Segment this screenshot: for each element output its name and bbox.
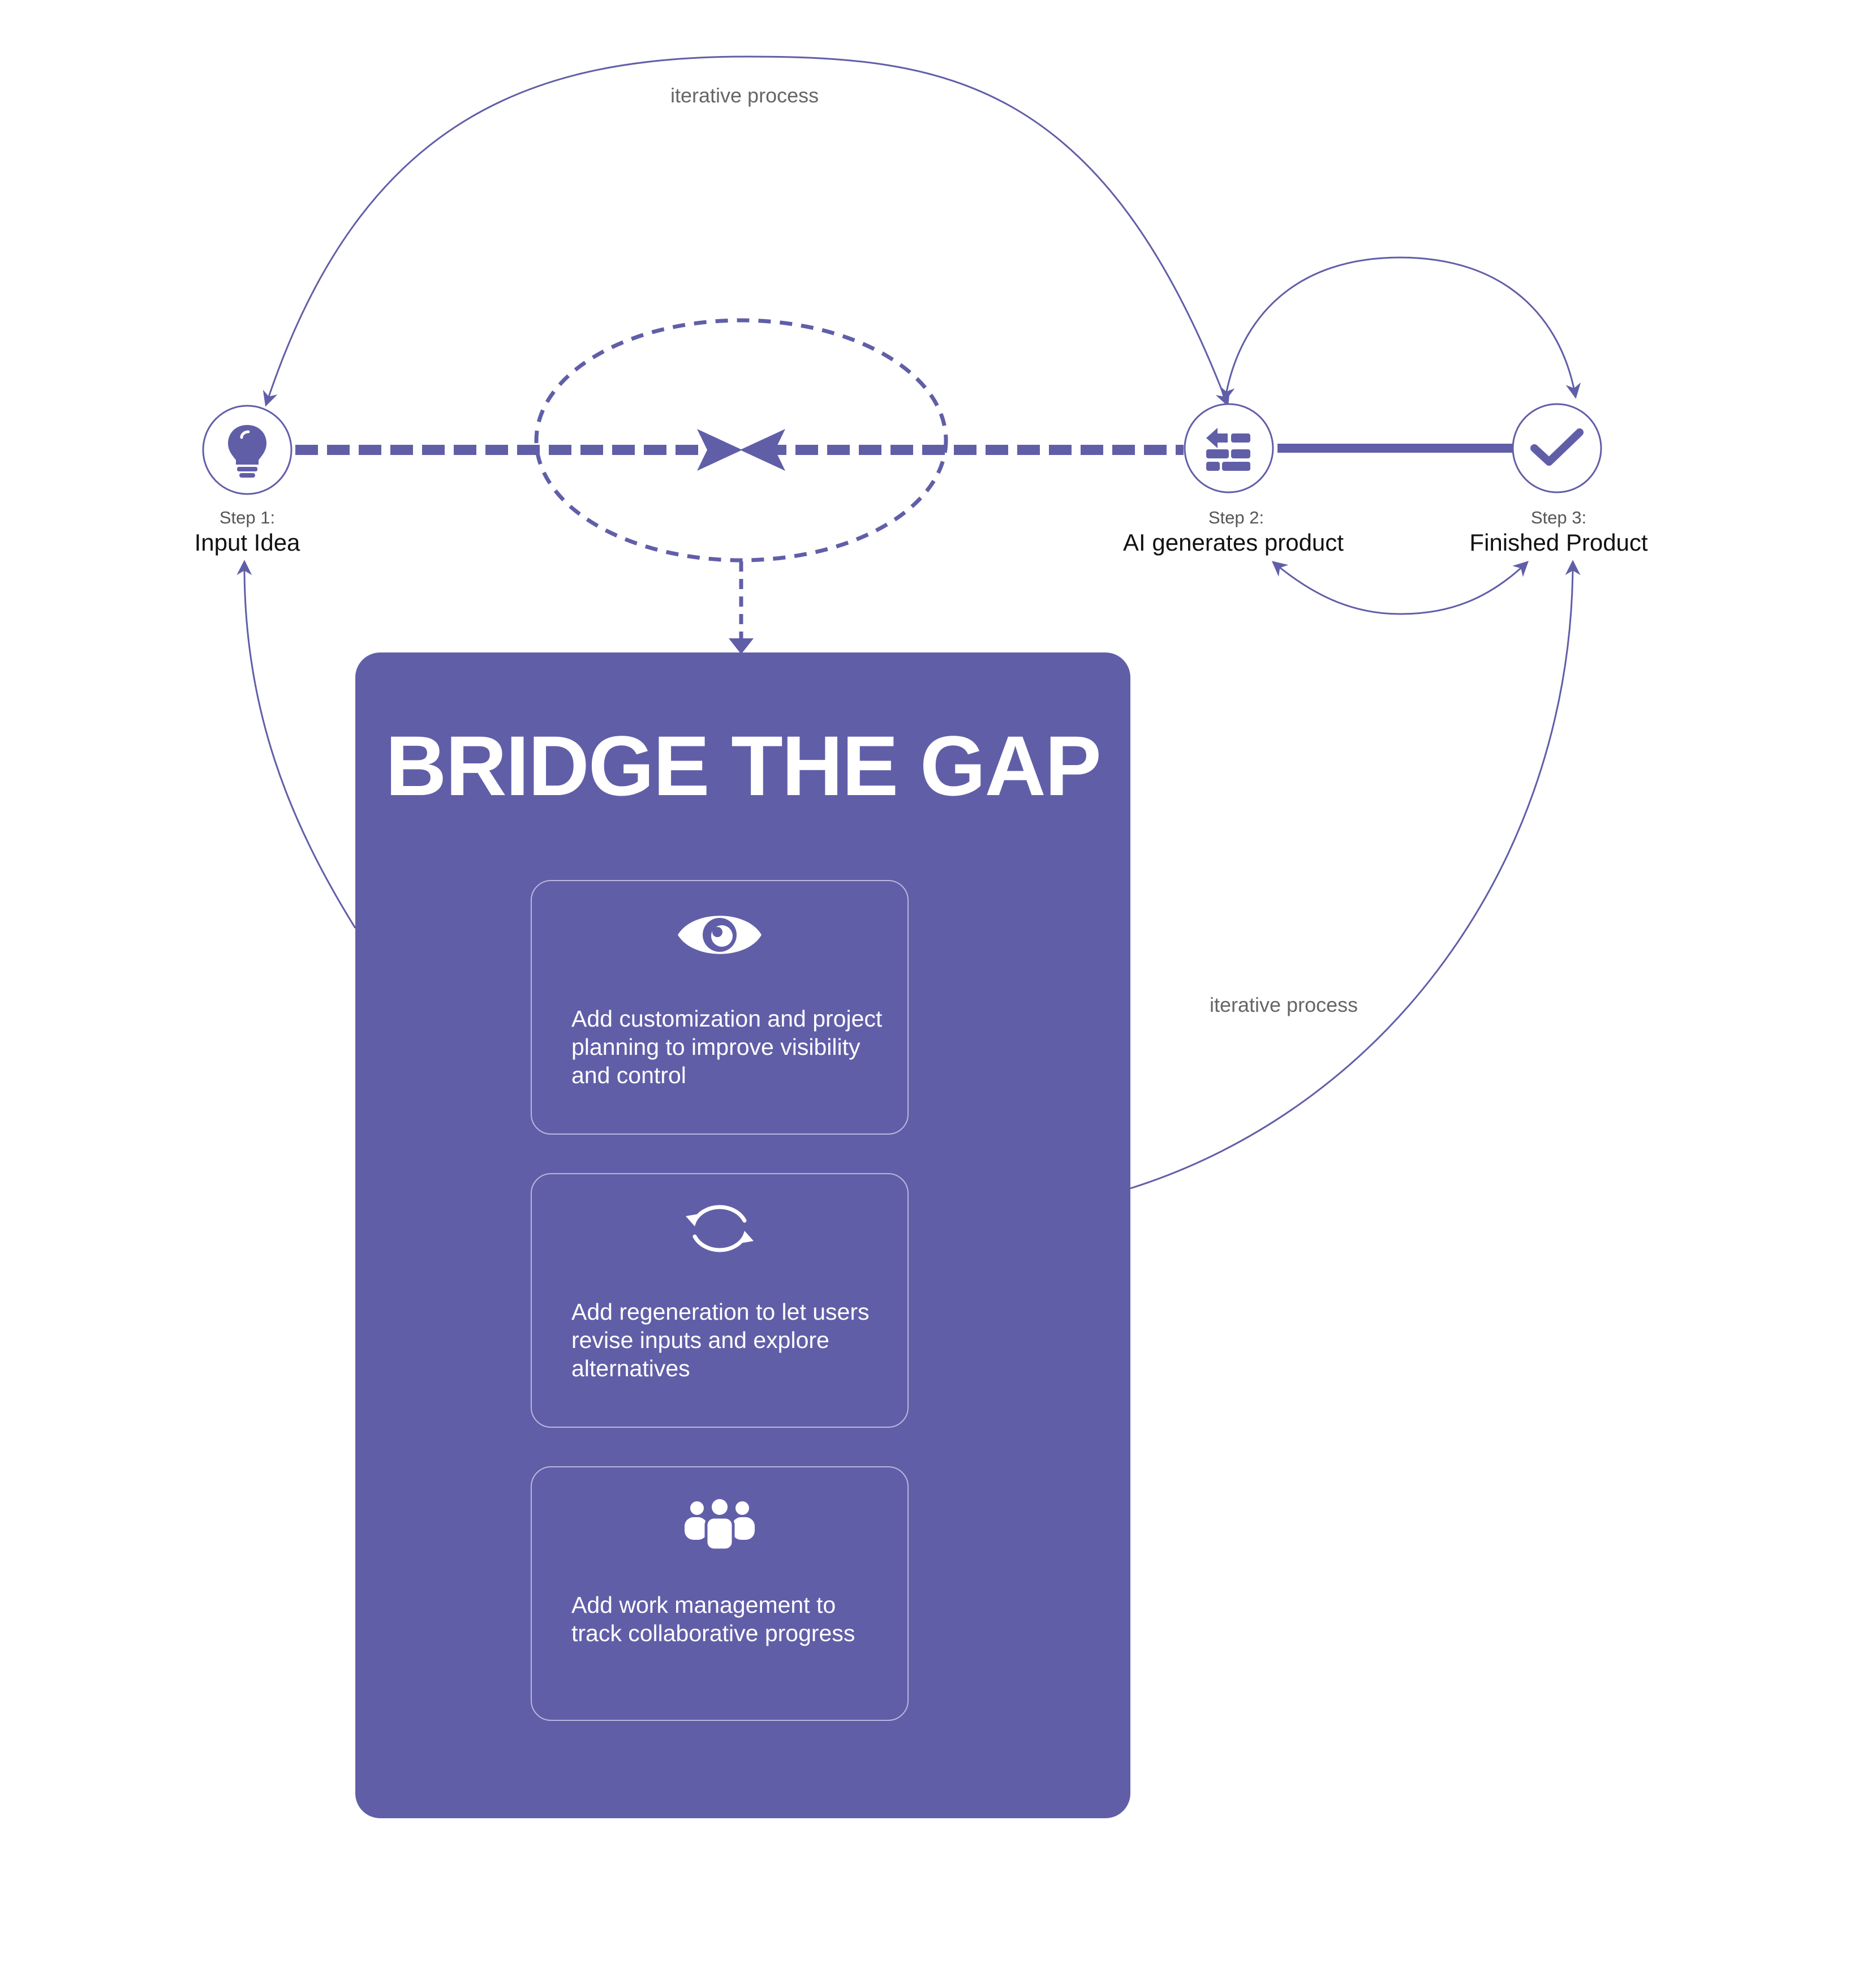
step2-step3-top-arc xyxy=(1219,256,1581,402)
ai-build-icon xyxy=(1206,428,1250,471)
step2-node xyxy=(1184,403,1274,493)
team-icon xyxy=(685,1499,755,1552)
gap-dashed-ellipse xyxy=(534,318,948,563)
step3-caption: Step 3: Finished Product xyxy=(1469,507,1647,557)
step2-title: AI generates product xyxy=(1123,529,1344,556)
step3-node xyxy=(1512,403,1602,493)
card-regeneration-text: Add regeneration to let users revise inp… xyxy=(571,1299,870,1381)
panel-title: BRIDGE THE GAP xyxy=(385,718,1102,813)
step3-title: Finished Product xyxy=(1469,529,1648,556)
step2-caption: Step 2: AI generates product xyxy=(1123,507,1344,557)
card-regeneration: Add regeneration to let users revise inp… xyxy=(531,1173,909,1428)
card-customization-text: Add customization and project planning t… xyxy=(571,1006,883,1088)
checkmark-icon xyxy=(1530,428,1584,466)
step3-label: Step 3: xyxy=(1530,508,1587,527)
refresh-icon xyxy=(686,1205,754,1252)
gap-down-arrowhead xyxy=(729,638,754,654)
step1-title: Input Idea xyxy=(194,529,300,556)
card-work-management-text: Add work management to track collaborati… xyxy=(571,1592,855,1646)
converge-arrow-right xyxy=(740,429,785,471)
converge-arrow-left xyxy=(697,429,742,471)
card-work-management: Add work management to track collaborati… xyxy=(531,1466,909,1721)
lightbulb-icon xyxy=(228,425,266,478)
step1-caption: Step 1: Input Idea xyxy=(195,507,300,557)
left-loop-arc xyxy=(236,560,356,929)
card-customization: Add customization and project planning t… xyxy=(531,880,909,1135)
top-loop-label: iterative process xyxy=(670,84,819,107)
right-loop-arc xyxy=(1130,560,1581,1190)
right-loop-label: iterative process xyxy=(1210,993,1358,1016)
step1-label: Step 1: xyxy=(219,508,276,527)
step2-step3-bottom-arc xyxy=(1271,561,1529,615)
step1-node xyxy=(202,405,292,495)
eye-icon xyxy=(678,916,762,954)
bridge-the-gap-panel: BRIDGE THE GAP Add customization and pro… xyxy=(355,652,1130,1818)
step2-label: Step 2: xyxy=(1208,508,1264,527)
top-loop-arc xyxy=(263,55,1230,407)
